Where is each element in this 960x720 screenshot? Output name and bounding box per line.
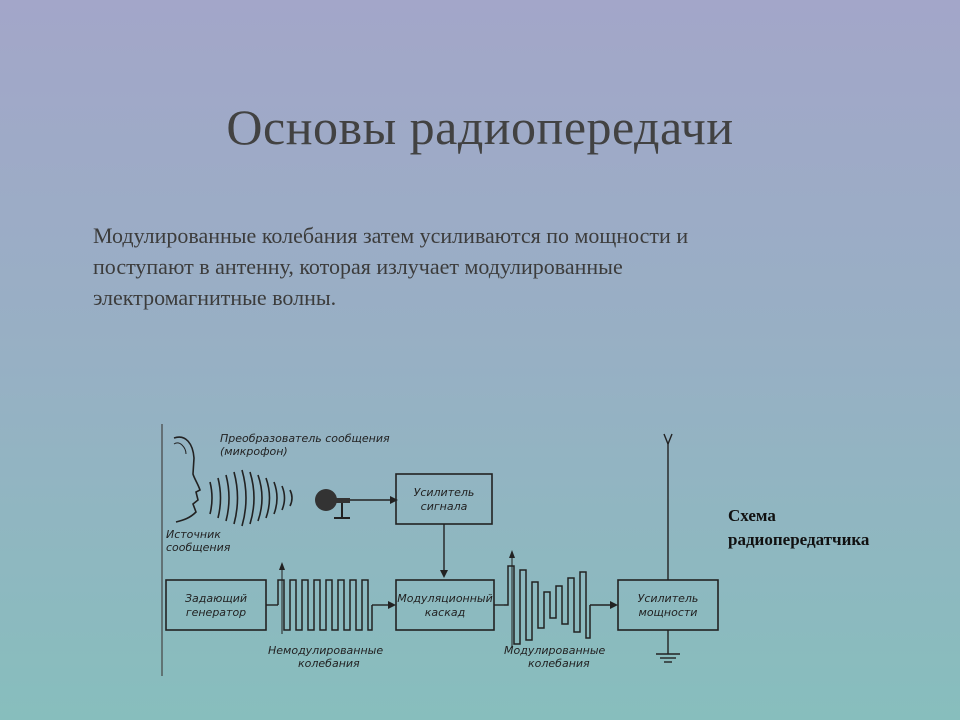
source-label-1: Источник [166, 528, 221, 541]
text-line-1: Модулированные колебания затем усиливают… [93, 223, 689, 248]
body-paragraph: Модулированные колебания затем усиливают… [93, 220, 853, 313]
mod-label-2: колебания [528, 657, 590, 670]
text-line-2: поступают в антенну, которая излучает мо… [93, 254, 623, 279]
signal-amp-label-2: сигнала [421, 500, 468, 513]
transmitter-diagram: Преобразователь сообщения (микрофон) Ист… [161, 424, 719, 676]
transducer-label-2: (микрофон) [220, 445, 288, 458]
unmodulated-wave-icon [277, 579, 373, 631]
mod-stage-label-2: каскад [425, 606, 465, 619]
unmod-label-1: Немодулированные [268, 644, 383, 657]
source-label-2: сообщения [166, 541, 231, 554]
signal-amp-box [395, 473, 493, 525]
caption-line-2: радиопередатчика [728, 530, 870, 549]
master-oscillator-box [165, 579, 267, 631]
unmod-label-2: колебания [298, 657, 360, 670]
ground-icon [656, 630, 680, 663]
master-osc-label-1: Задающий [185, 592, 247, 605]
transducer-label-1: Преобразователь сообщения [220, 432, 390, 445]
master-osc-label-2: генератор [186, 606, 246, 619]
diagram-caption: Схема радиопередатчика [728, 504, 928, 552]
antenna-icon [663, 433, 673, 580]
signal-amp-label-1: Усилитель [414, 486, 475, 499]
face-profile-icon [173, 436, 201, 523]
modulated-wave-icon [504, 565, 591, 645]
power-amp-label-1: Усилитель [638, 592, 699, 605]
caption-line-1: Схема [728, 506, 776, 525]
text-line-3: электромагнитные волны. [93, 285, 337, 310]
microphone-icon [315, 489, 350, 519]
power-amp-box [617, 579, 719, 631]
mod-label-1: Модулированные [504, 644, 606, 657]
page-title: Основы радиопередачи [226, 99, 734, 155]
modulation-stage-box [395, 579, 495, 631]
sound-waves-icon [209, 469, 293, 527]
mod-stage-label-1: Модуляционный [397, 592, 493, 605]
power-amp-label-2: мощности [639, 606, 698, 619]
